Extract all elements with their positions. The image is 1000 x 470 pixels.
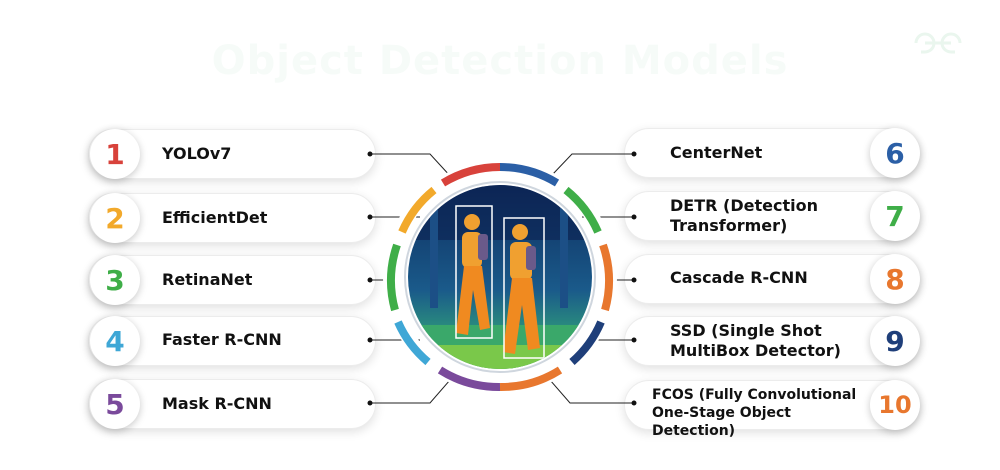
model-label-3: RetinaNet xyxy=(162,270,253,289)
connector-dots xyxy=(367,151,637,406)
model-label-10: FCOS (Fully Convolutional One-Stage Obje… xyxy=(652,387,857,439)
model-number-3: 3 xyxy=(90,255,140,305)
model-label-5: Mask R-CNN xyxy=(162,394,272,413)
model-label-7: DETR (Detection Transformer) xyxy=(670,196,818,235)
model-label-2: EfficientDet xyxy=(162,208,268,227)
page-title: Object Detection Models xyxy=(211,38,789,84)
model-label-4: Faster R-CNN xyxy=(162,330,282,349)
model-number-4: 4 xyxy=(90,316,140,366)
model-number-8: 8 xyxy=(870,254,920,304)
color-ring xyxy=(383,160,617,394)
model-label-8: Cascade R-CNN xyxy=(670,268,808,287)
gfg-logo xyxy=(914,32,962,54)
model-number-10: 10 xyxy=(870,380,920,430)
model-label-6: CenterNet xyxy=(670,143,763,162)
model-number-6: 6 xyxy=(870,128,920,178)
model-number-1: 1 xyxy=(90,129,140,179)
model-number-9: 9 xyxy=(870,316,920,366)
model-label-9: SSD (Single Shot MultiBox Detector) xyxy=(670,321,841,360)
model-number-5: 5 xyxy=(90,379,140,429)
model-number-7: 7 xyxy=(870,191,920,241)
model-card-2 xyxy=(88,193,376,243)
model-number-2: 2 xyxy=(90,193,140,243)
model-label-1: YOLOv7 xyxy=(162,144,232,163)
